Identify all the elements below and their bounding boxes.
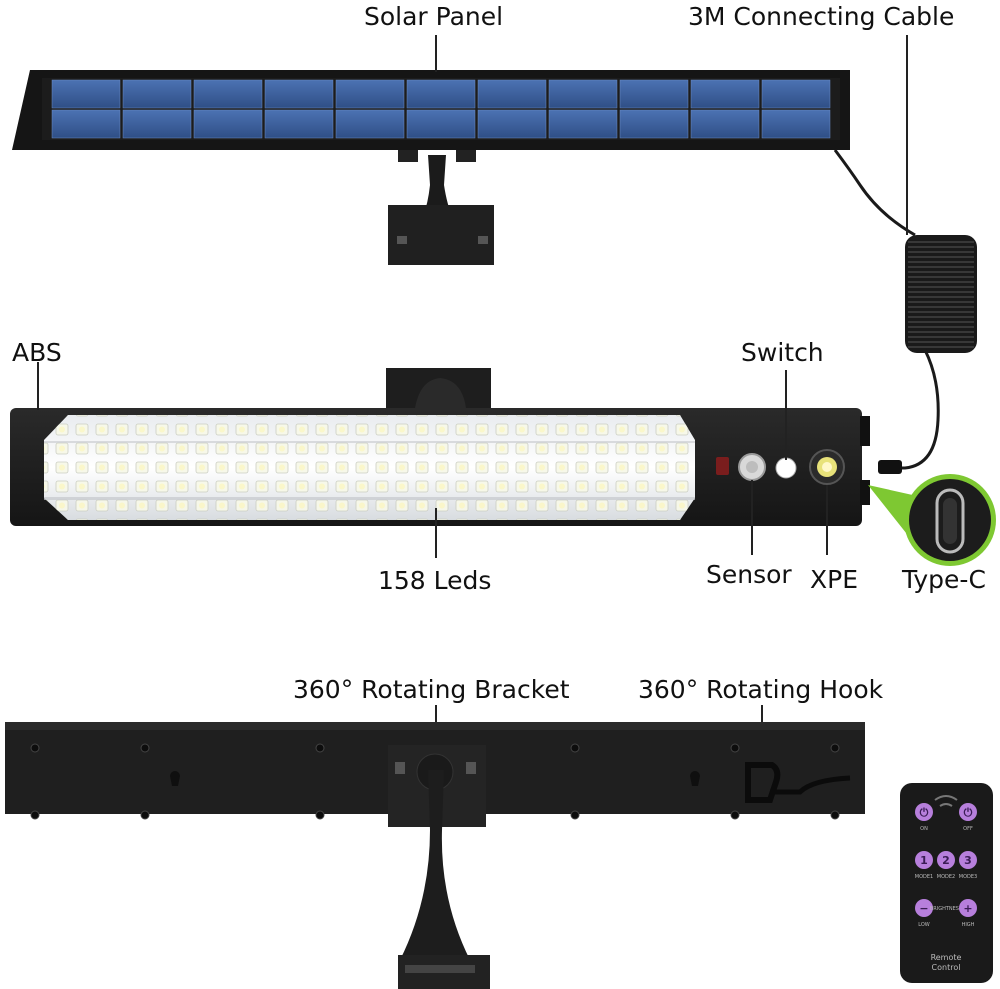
- solar-cell: [406, 79, 476, 109]
- remote-button-glyph: 3: [964, 854, 972, 867]
- remote-button-label: ON: [920, 826, 928, 832]
- solar-cell: [477, 79, 547, 109]
- remote-button-glyph: +: [963, 902, 972, 915]
- led-array: [44, 415, 695, 520]
- solar-cell: [619, 79, 689, 109]
- remote-button-glyph: 2: [942, 854, 950, 867]
- screw: [30, 743, 40, 753]
- type-c-callout: [868, 474, 996, 566]
- remote-button-glyph: ⏻: [964, 806, 973, 819]
- remote-button-off[interactable]: ⏻ OFF: [959, 803, 977, 832]
- remote-button-glyph: ⏻: [920, 806, 929, 819]
- remote-button-label: LOW: [918, 922, 930, 928]
- remote-button-glyph: 1: [920, 854, 928, 867]
- solar-cell: [477, 109, 547, 139]
- label-type-c: Type-C: [902, 565, 986, 594]
- remote-button-label: BRIGHTNESS: [930, 906, 962, 912]
- solar-cells: [51, 79, 831, 139]
- light-bar: [10, 408, 870, 526]
- connecting-cable: [833, 149, 977, 474]
- label-rotating-bracket: 360° Rotating Bracket: [293, 675, 570, 704]
- remote-button-on[interactable]: ⏻ ON: [915, 803, 933, 832]
- light-bar-top-mount: [386, 368, 491, 408]
- label-leds: 158 Leds: [378, 566, 492, 595]
- solar-cell: [122, 79, 192, 109]
- rotating-bracket: [388, 745, 490, 989]
- remote-button-label: HIGH: [962, 922, 975, 928]
- label-abs: ABS: [12, 338, 62, 367]
- screw: [830, 743, 840, 753]
- label-solar-panel: Solar Panel: [364, 2, 504, 31]
- solar-cell: [619, 109, 689, 139]
- screw: [570, 810, 580, 820]
- remote-button-glyph: −: [919, 902, 928, 915]
- solar-cell: [690, 109, 760, 139]
- solar-cell: [193, 109, 263, 139]
- screw: [315, 810, 325, 820]
- solar-cell: [548, 79, 618, 109]
- screw: [570, 743, 580, 753]
- solar-cell: [335, 109, 405, 139]
- solar-cell: [264, 79, 334, 109]
- label-sensor: Sensor: [706, 560, 792, 589]
- solar-cell: [335, 79, 405, 109]
- remote-control: ⏻ON⏻OFF1MODE12MODE23MODE3−LOWBRIGHTNESS+…: [900, 783, 993, 983]
- remote-button-label: MODE3: [959, 874, 977, 880]
- solar-cell: [406, 109, 476, 139]
- screw: [140, 743, 150, 753]
- screw: [730, 810, 740, 820]
- usb-c-port-icon: [935, 488, 965, 554]
- solar-cell: [761, 109, 831, 139]
- remote-button-high[interactable]: + HIGH: [959, 899, 977, 928]
- screw: [830, 810, 840, 820]
- label-xpe: XPE: [810, 565, 858, 594]
- remote-caption-2: Control: [932, 963, 961, 972]
- ir-signal-icon: [934, 795, 958, 801]
- screw: [730, 743, 740, 753]
- indicator-led: [716, 457, 729, 475]
- solar-panel: [12, 70, 850, 150]
- remote-button-label: MODE1: [915, 874, 933, 880]
- panel-mount: [388, 150, 494, 265]
- callout-lines: [37, 35, 908, 772]
- label-rotating-hook: 360° Rotating Hook: [638, 675, 884, 704]
- solar-cell: [690, 79, 760, 109]
- remote-caption-1: Remote: [931, 953, 962, 962]
- solar-cell: [761, 79, 831, 109]
- label-connecting-cable: 3M Connecting Cable: [688, 2, 955, 31]
- remote-button-brightness[interactable]: BRIGHTNESS: [930, 906, 962, 912]
- solar-cell: [122, 109, 192, 139]
- solar-cell: [51, 79, 121, 109]
- solar-cell: [193, 79, 263, 109]
- screw: [315, 743, 325, 753]
- solar-cell: [51, 109, 121, 139]
- solar-cell: [548, 109, 618, 139]
- switch-button: [775, 457, 797, 479]
- screw: [140, 810, 150, 820]
- label-switch: Switch: [741, 338, 824, 367]
- remote-button-label: MODE2: [937, 874, 955, 880]
- remote-button-label: OFF: [963, 826, 973, 832]
- remote-button-low[interactable]: − LOW: [915, 899, 933, 928]
- screw: [30, 810, 40, 820]
- solar-cell: [264, 109, 334, 139]
